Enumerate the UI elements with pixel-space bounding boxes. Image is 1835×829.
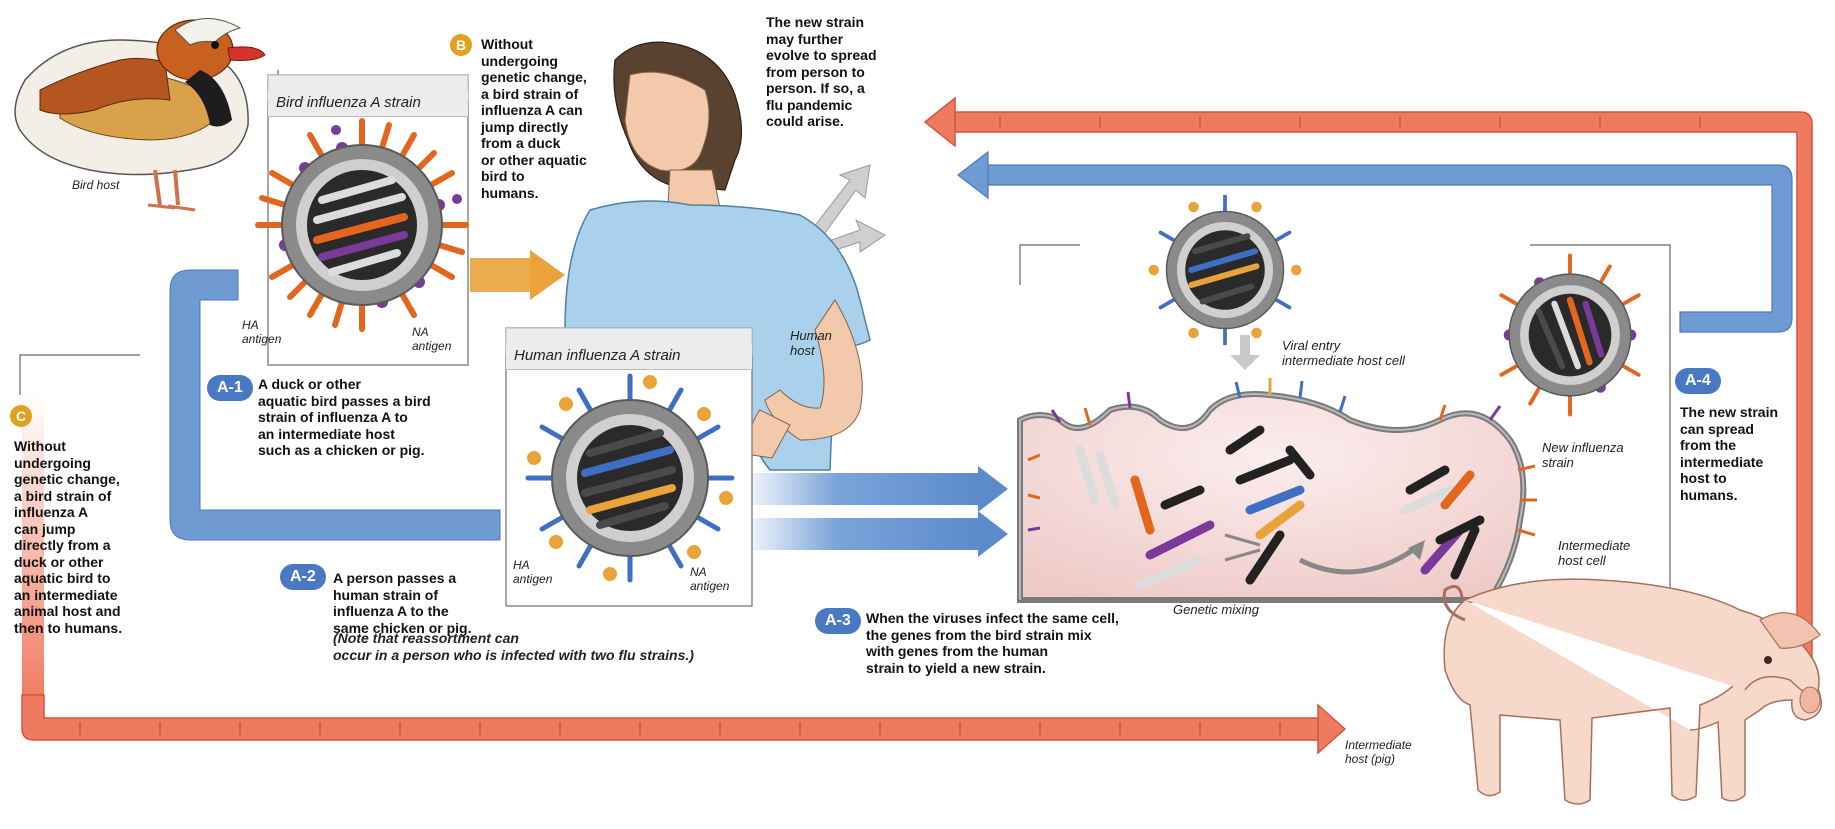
step-a1-text: A duck or other aquatic bird passes a bi… (258, 376, 431, 459)
connector-line-c (20, 355, 140, 395)
step-a2-text: A person passes a human strain of influe… (333, 570, 472, 636)
human-host-label: Human host (790, 328, 832, 359)
pig-illustration (1444, 579, 1821, 804)
step-a1-badge: A-1 (207, 375, 253, 401)
intermediate-host-pig-label: Intermediate host (pig) (1345, 738, 1412, 766)
bird-virus-particle (245, 105, 480, 345)
blue-transmission-arrow-top (958, 152, 1792, 332)
step-b-text: Without undergoing genetic change, a bir… (481, 36, 587, 201)
human-strain-title: Human influenza A strain (506, 343, 752, 370)
duck-illustration (15, 18, 265, 210)
viral-entry-label: Viral entry intermediate host cell (1282, 338, 1405, 369)
ha-antigen-label-human: HA antigen (513, 558, 552, 586)
bird-strain-title: Bird influenza A strain (268, 90, 468, 117)
genetic-mixing-label: Genetic mixing (1173, 602, 1259, 617)
step-c-badge: C (10, 405, 32, 427)
ha-antigen-label-bird: HA antigen (242, 318, 281, 346)
step-c-text: Without undergoing genetic change, a bir… (14, 438, 122, 636)
bird-host-label: Bird host (72, 178, 119, 192)
na-antigen-label-human: NA antigen (690, 565, 729, 593)
step-a4-badge: A-4 (1675, 368, 1721, 394)
na-antigen-label-bird: NA antigen (412, 325, 451, 353)
step-a2-badge: A-2 (280, 564, 326, 590)
step-a3-badge: A-3 (815, 608, 861, 634)
entering-virus-particle (1135, 195, 1315, 345)
new-influenza-strain-label: New influenza strain (1542, 440, 1624, 471)
blue-arrow-human-to-cell-1 (740, 466, 1008, 512)
new-strain-virus-particle (1480, 245, 1660, 425)
pandemic-note: The new strain may further evolve to spr… (766, 14, 877, 130)
step-a4-text: The new strain can spread from the inter… (1680, 404, 1778, 503)
step-a2-note: (Note that reassortment can occur in a p… (333, 630, 694, 663)
blue-arrow-human-to-cell-2 (740, 511, 1008, 557)
intermediate-host-cell-label: Intermediate host cell (1558, 538, 1630, 569)
step-a3-text: When the viruses infect the same cell, t… (866, 610, 1119, 676)
orange-arrow-bird-to-human (470, 250, 565, 300)
step-b-badge: B (450, 34, 472, 56)
